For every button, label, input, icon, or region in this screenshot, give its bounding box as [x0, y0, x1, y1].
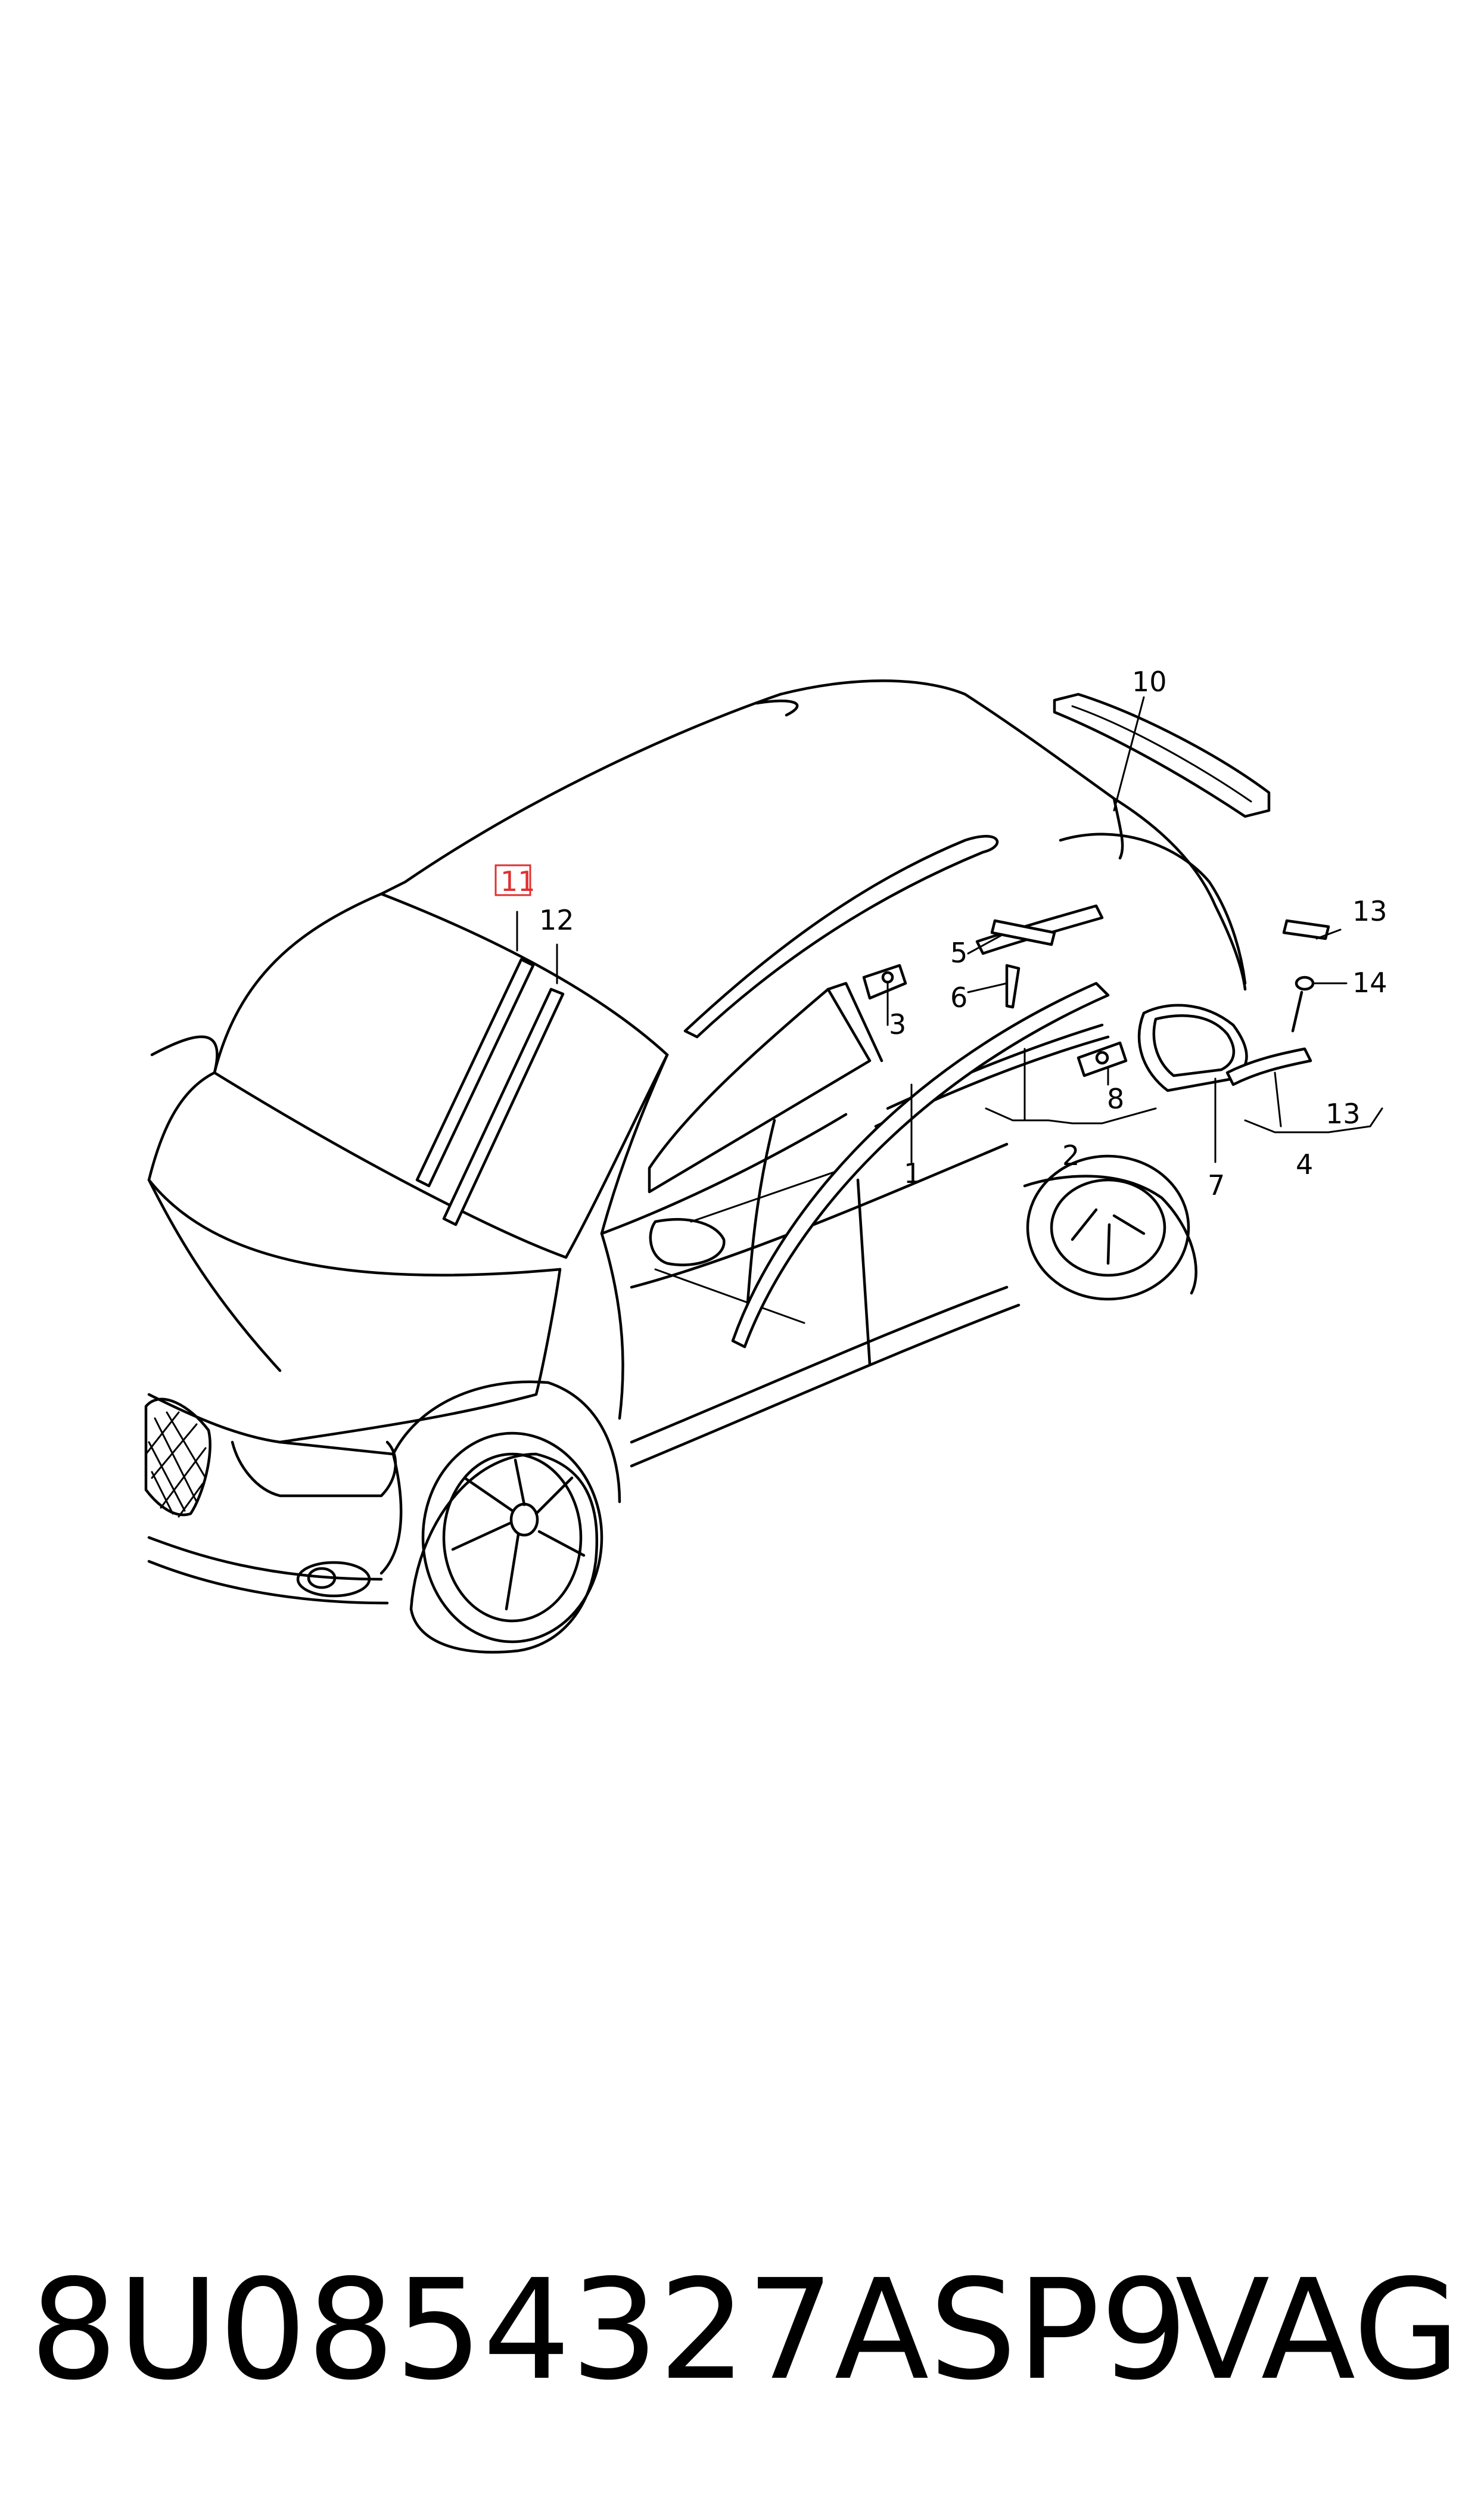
- callout-8: 8: [1107, 1083, 1124, 1115]
- callout-12: 12: [539, 904, 574, 936]
- clip-part-14: [1291, 976, 1315, 1033]
- clip-part-3: [862, 964, 907, 1000]
- footer: 8U0854327ASP9 VAG: [0, 2253, 1484, 2408]
- clip-part-8: [1077, 1041, 1128, 1077]
- door-trim-strips: [731, 904, 1312, 1349]
- callout-1: 1: [904, 1157, 921, 1189]
- callout-10: 10: [1132, 666, 1167, 698]
- clip-part-5: [990, 919, 1056, 946]
- clip-part-13: [1282, 919, 1330, 940]
- windshield-trims: [415, 958, 565, 1226]
- callout-13-bottom: 13: [1326, 1098, 1361, 1130]
- callout-4: 4: [1296, 1148, 1313, 1181]
- callout-13-top: 13: [1352, 895, 1387, 927]
- leader-lines: [516, 696, 1383, 1163]
- callout-3: 3: [889, 1008, 906, 1040]
- brand-label: VAG: [1175, 2250, 1460, 2411]
- callout-labels: 10 11 12 13 14 5 6 3 8 13 1 2 7 4: [494, 666, 1387, 1201]
- callout-6: 6: [950, 981, 967, 1014]
- car-outline: [144, 679, 1248, 1654]
- callout-2: 2: [1062, 1139, 1079, 1172]
- part-number-label: 8U0854327ASP9: [30, 2250, 1189, 2411]
- callout-5: 5: [950, 937, 967, 969]
- car-parts-diagram: 10 11 12 13 14 5 6 3 8 13 1 2 7 4: [144, 666, 1387, 1654]
- callout-11: 11: [500, 865, 536, 897]
- callout-11-highlight: [494, 864, 531, 896]
- clip-part-6: [1005, 964, 1021, 1009]
- callout-14: 14: [1352, 967, 1387, 999]
- roof-spoiler-part: [1053, 692, 1271, 818]
- callout-7: 7: [1208, 1169, 1225, 1201]
